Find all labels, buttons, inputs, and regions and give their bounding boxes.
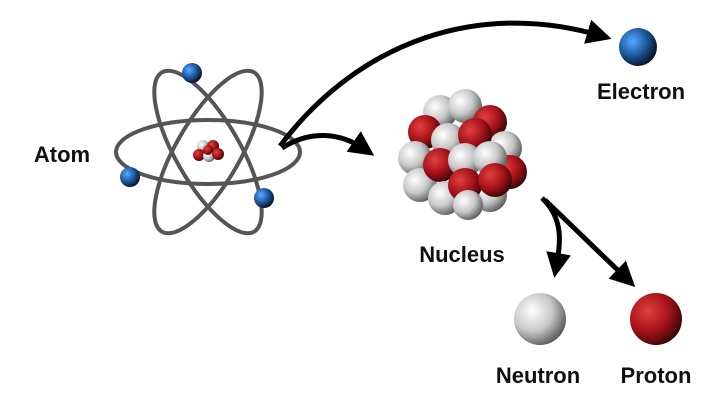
proton-icon (630, 293, 682, 345)
atom-icon (114, 68, 302, 236)
orbit (114, 118, 302, 186)
nucleus-label: Nucleus (419, 242, 505, 267)
proton-label: Proton (620, 363, 692, 388)
electron-icon (254, 188, 274, 208)
electron-icon (120, 167, 140, 187)
neutron-icon (514, 293, 566, 345)
arrow-to-nucleus (280, 131, 375, 156)
orbit (152, 68, 264, 236)
atom-label: Atom (33, 142, 91, 167)
arrow-to-electron (278, 19, 612, 148)
electron-particle-icon (619, 28, 657, 66)
nucleus-icon (398, 89, 527, 220)
electron-label: Electron (596, 79, 686, 104)
atom-nucleus-icon (193, 140, 224, 162)
neutron-label: Neutron (495, 363, 581, 388)
electron-icon (182, 63, 202, 83)
orbit (152, 68, 264, 236)
arrow-to-proton (543, 198, 636, 287)
